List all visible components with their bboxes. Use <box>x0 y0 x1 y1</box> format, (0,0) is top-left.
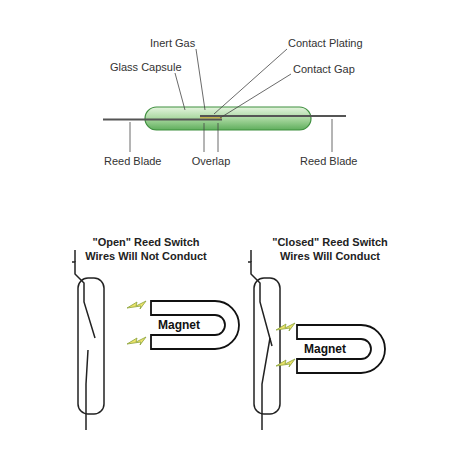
part-label: Reed Blade <box>300 155 358 168</box>
reed-blade <box>103 118 222 120</box>
open-reed-switch <box>72 250 104 430</box>
part-label: Glass Capsule <box>110 61 182 74</box>
magnet-shape <box>297 325 385 373</box>
switch-state-heading: Wires Will Not Conduct <box>85 250 206 263</box>
magnet: Magnet <box>150 300 240 350</box>
magnetic-field-mark <box>127 301 295 367</box>
part-label: Reed Blade <box>104 155 162 168</box>
part-label: Inert Gas <box>150 37 195 50</box>
magnet-label: Magnet <box>158 318 200 332</box>
reed-switch-cutaway <box>103 107 346 130</box>
part-label: Contact Plating <box>288 37 363 50</box>
switch-state-heading: "Open" Reed Switch <box>92 236 199 249</box>
contact-plating <box>200 117 222 118</box>
magnet-shape <box>151 301 239 349</box>
magnet-label: Magnet <box>304 342 346 356</box>
magnet: Magnet <box>296 324 386 374</box>
switch-state-heading: "Closed" Reed Switch <box>272 236 388 249</box>
part-label: Overlap <box>192 155 231 168</box>
part-label: Contact Gap <box>293 63 355 76</box>
switch-state-heading: Wires Will Conduct <box>280 250 380 263</box>
closed-reed-switch <box>248 250 280 430</box>
